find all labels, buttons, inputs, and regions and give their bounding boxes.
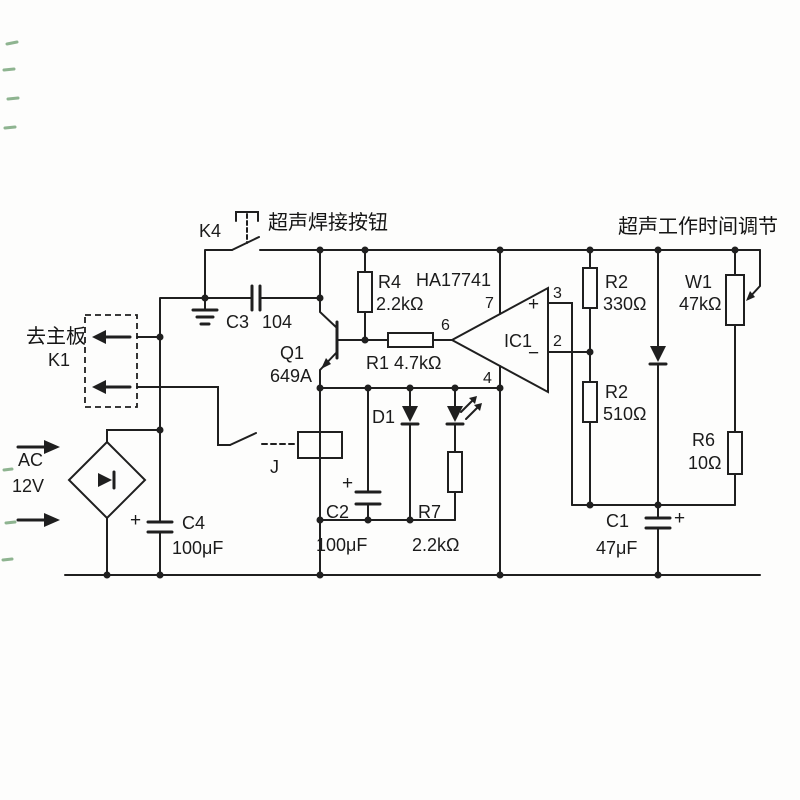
- diode-d1: [400, 406, 420, 426]
- scan-marks: [1, 40, 20, 562]
- potentiometer-w1: [725, 274, 755, 326]
- capacitor-c1: [644, 516, 672, 530]
- label-ac: AC: [18, 450, 43, 470]
- discharge-diode: [648, 346, 668, 366]
- resistor-r4: [357, 271, 373, 313]
- bridge-rectifier: [67, 440, 147, 520]
- label-r1-value: 4.7kΩ: [394, 353, 441, 373]
- resistor-r2-510: [582, 381, 598, 423]
- caption-time-adjust: 超声工作时间调节: [618, 215, 778, 238]
- label-r7: R7: [418, 502, 441, 522]
- label-k1: K1: [48, 350, 70, 370]
- connector-k1: [84, 314, 138, 408]
- label-pin7: 7: [485, 295, 494, 312]
- label-q1: Q1: [280, 343, 304, 363]
- label-r4-value: 2.2kΩ: [376, 294, 423, 314]
- resistor-r7: [447, 451, 463, 493]
- label-ic-part-number: HA17741: [416, 270, 491, 290]
- label-ac-voltage: 12V: [12, 476, 44, 496]
- capacitor-c3: [250, 284, 262, 312]
- c2-polarity-sign: +: [342, 473, 353, 494]
- label-k4: K4: [199, 221, 221, 241]
- capacitor-c4: [146, 520, 174, 534]
- led-indicator: [445, 396, 482, 426]
- label-c4-value: 100μF: [172, 538, 223, 558]
- label-w1-value: 47kΩ: [679, 294, 721, 314]
- caption-weld-button: 超声焊接按钮: [268, 211, 388, 234]
- label-r2-330: R2: [605, 272, 628, 292]
- push-button-k4: [231, 211, 260, 251]
- transistor-q1: [321, 320, 339, 369]
- resistor-r6: [727, 431, 743, 475]
- relay-j: [229, 431, 343, 459]
- label-r1: R1: [366, 353, 389, 373]
- label-r2-510-value: 510Ω: [603, 404, 647, 424]
- label-r4: R4: [378, 272, 401, 292]
- c4-polarity-sign: +: [130, 510, 141, 531]
- label-j: J: [270, 457, 279, 477]
- label-q1-value: 649A: [270, 366, 312, 386]
- label-c4: C4: [182, 513, 205, 533]
- ac-input-arrows: [16, 440, 60, 527]
- c1-polarity-sign: +: [674, 508, 685, 529]
- label-c3-value: 104: [262, 312, 292, 332]
- capacitor-c2: [354, 490, 382, 506]
- label-r7-value: 2.2kΩ: [412, 535, 459, 555]
- label-r2-330-value: 330Ω: [603, 294, 647, 314]
- label-r6: R6: [692, 430, 715, 450]
- label-r2-510: R2: [605, 382, 628, 402]
- resistor-r2-330: [582, 267, 598, 309]
- label-c2-value: 100μF: [316, 535, 367, 555]
- label-pin6: 6: [441, 317, 450, 334]
- opamp-plus-input-sign: +: [528, 294, 539, 315]
- resistor-r1: [387, 332, 434, 348]
- label-d1: D1: [372, 407, 395, 427]
- label-c2: C2: [326, 502, 349, 522]
- ground-icon: [191, 308, 219, 326]
- label-r6-value: 10Ω: [688, 453, 721, 473]
- label-c1: C1: [606, 511, 629, 531]
- label-pin2: 2: [553, 333, 562, 350]
- label-c1-value: 47μF: [596, 538, 637, 558]
- opamp-minus-input-sign: −: [528, 343, 539, 364]
- label-ic1: IC1: [504, 331, 532, 351]
- junction-dots: [103, 246, 739, 579]
- label-w1: W1: [685, 272, 712, 292]
- label-c3: C3: [226, 312, 249, 332]
- opamp-ic1: [449, 286, 549, 394]
- label-to-mainboard: 去主板: [26, 325, 86, 348]
- label-pin4: 4: [483, 370, 492, 387]
- label-pin3: 3: [553, 285, 562, 302]
